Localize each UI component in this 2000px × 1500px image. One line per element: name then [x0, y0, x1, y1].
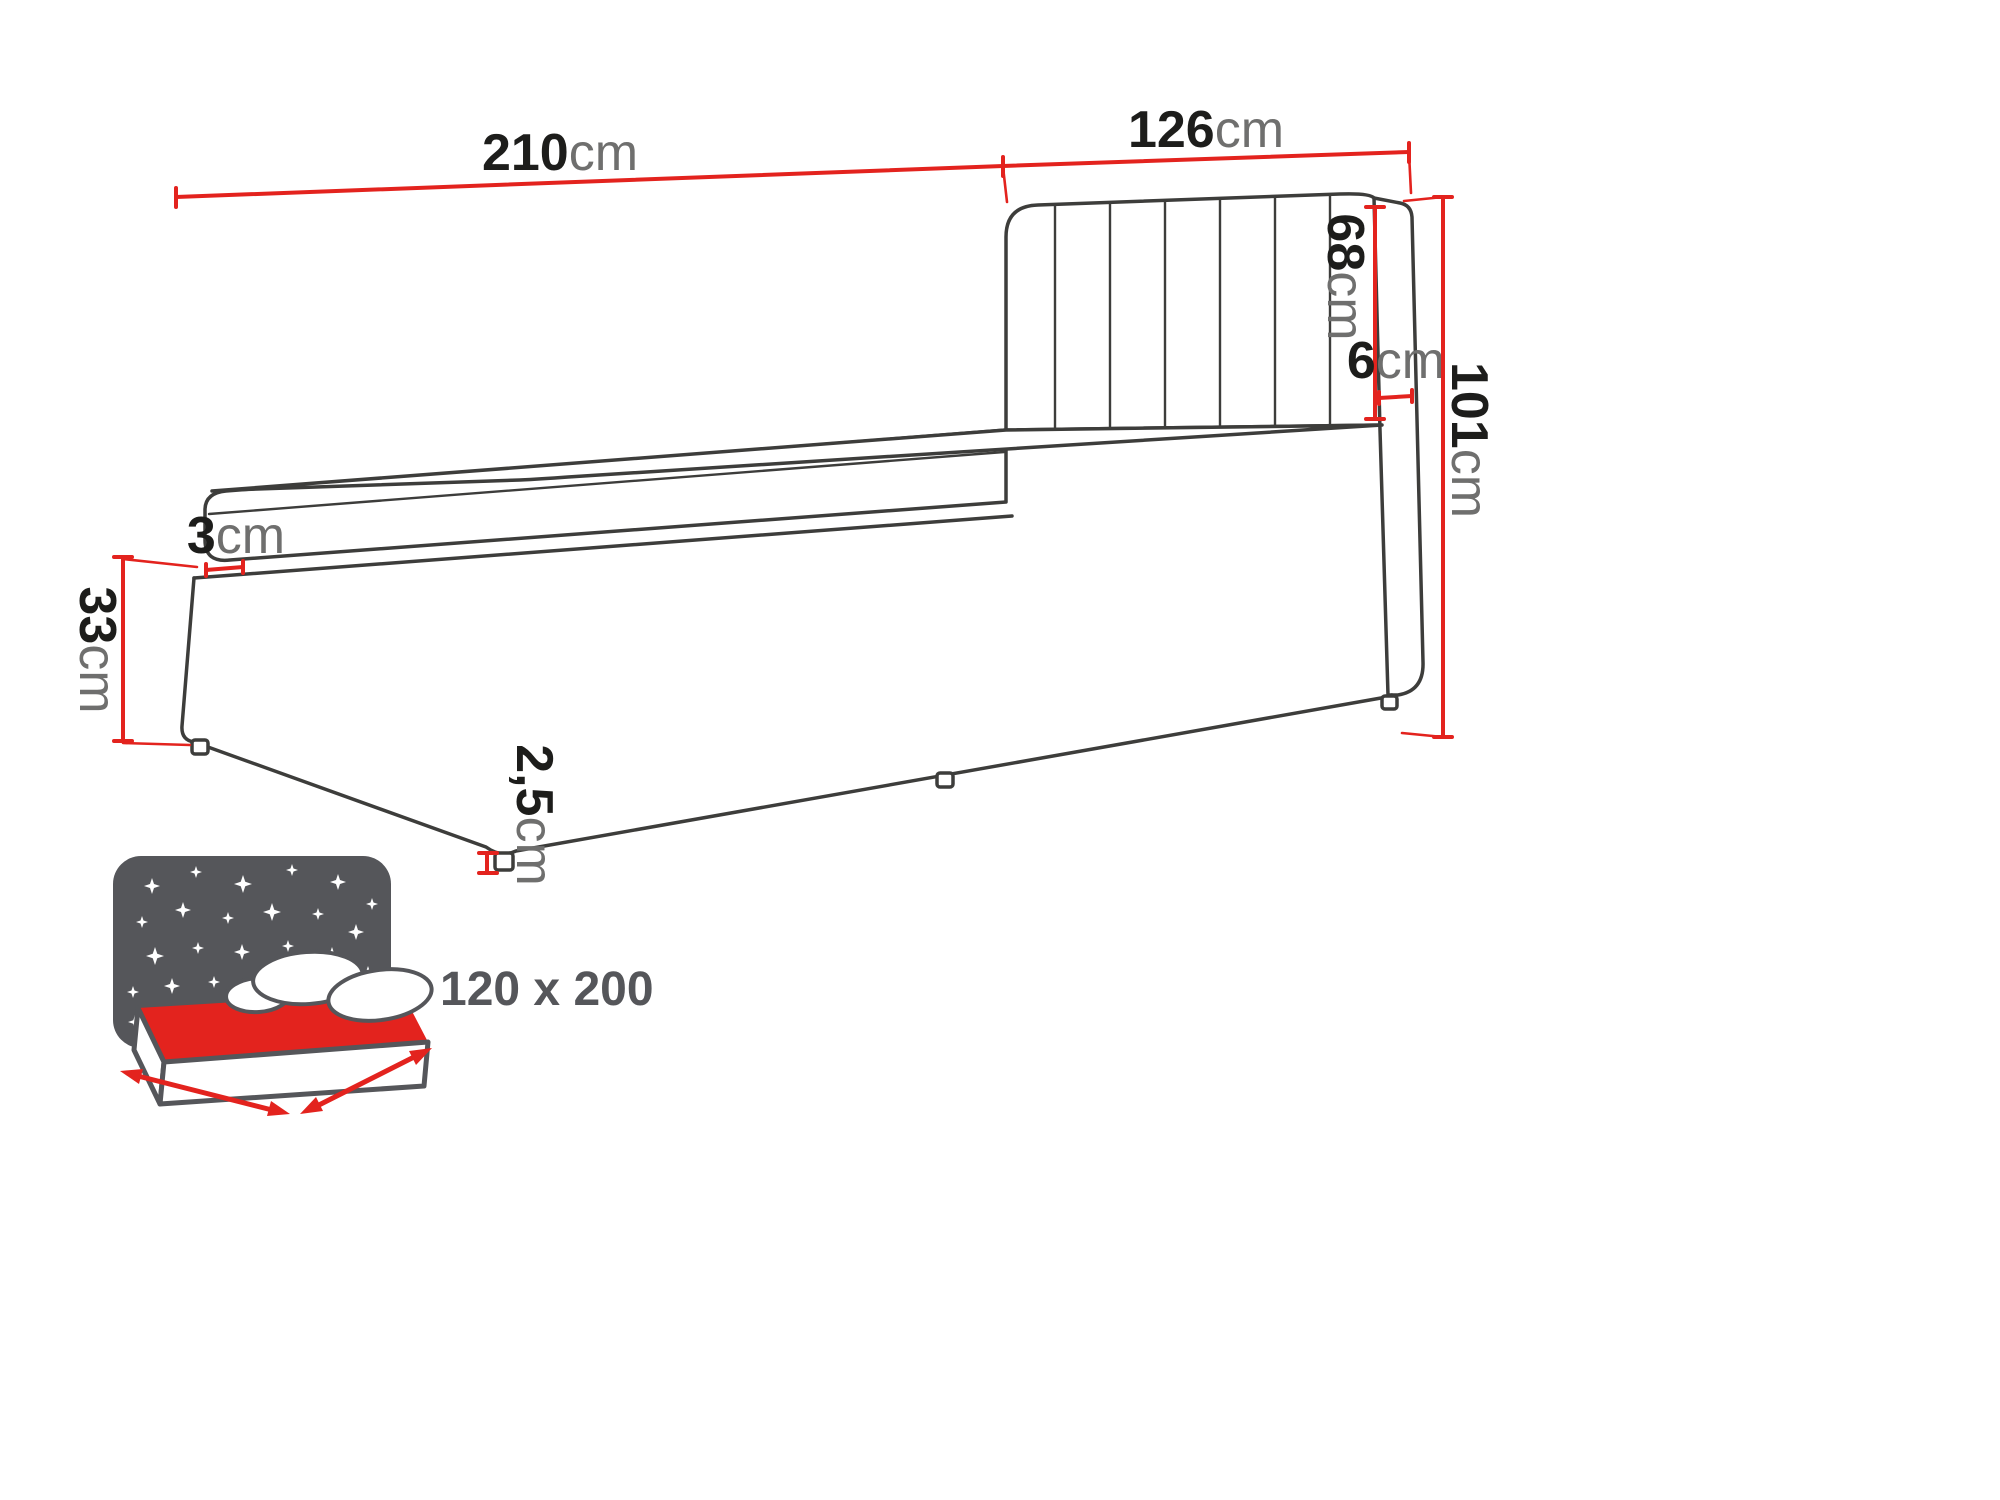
dimension-label-leg-height: 2,5cm: [505, 744, 563, 886]
mattress-seam: [207, 450, 1006, 516]
dimension-line: [174, 164, 1005, 199]
mattress-top-face: [210, 423, 1384, 493]
dimension-label-base-height: 33cm: [68, 586, 126, 713]
dimension-value: 3: [187, 507, 216, 565]
dimension-extension: [121, 741, 192, 747]
storage-bed-icon: 120 x 200: [113, 856, 654, 1116]
dimension-headboard-width: 126cm: [1001, 101, 1413, 195]
bed-box-front-face: [157, 1039, 431, 1107]
leg-right: [1380, 694, 1399, 711]
dimension-value: 6: [1347, 332, 1376, 390]
dimension-leg-height: 2,5cm: [477, 744, 563, 886]
dimension-label-headboard-width: 126cm: [1128, 101, 1284, 159]
bed-drawing: [180, 192, 1425, 872]
size-arrows: [120, 1048, 432, 1116]
dimension-label-headboard-depth: 6cm: [1347, 332, 1445, 390]
dimension-value: 210: [482, 124, 569, 182]
leg-front: [493, 851, 515, 872]
base-top-edge: [192, 514, 1014, 580]
dimension-value: 33: [68, 586, 126, 644]
dimension-unit: cm: [216, 507, 285, 565]
dimension-unit: cm: [569, 124, 638, 182]
dimension-headboard-depth: 6cm: [1347, 332, 1445, 406]
dimension-extension: [1407, 151, 1413, 195]
dimension-extension: [1001, 165, 1009, 204]
leg-left: [190, 738, 210, 756]
dimension-value: 126: [1128, 101, 1215, 159]
mattress-size-label: 120 x 200: [440, 963, 654, 1016]
dimension-value: 101: [1440, 362, 1498, 449]
dimension-line: [1377, 394, 1414, 400]
dimension-extension: [1402, 195, 1445, 203]
dimension-unit: cm: [1316, 271, 1374, 340]
dimension-extension: [121, 557, 199, 569]
dimension-unit: cm: [1440, 449, 1498, 518]
headboard-tufting-lines: [1053, 193, 1332, 431]
headboard-side-panel: [1372, 196, 1425, 697]
dimension-label-total-height: 101cm: [1440, 362, 1498, 518]
pillows-icon: [224, 949, 434, 1023]
dimension-length: 210cm: [174, 124, 1009, 209]
dimension-value: 2,5: [505, 744, 563, 816]
dimension-headboard-height: 68cm: [1316, 205, 1386, 421]
dimension-label-length: 210cm: [482, 124, 638, 182]
dimension-label-headboard-height: 68cm: [1316, 213, 1374, 340]
dimension-label-mattress-step: 3cm: [187, 507, 285, 565]
bed-legs: [190, 694, 1399, 872]
dimension-unit: cm: [68, 644, 126, 713]
dimension-mattress-step: 3cm: [187, 507, 285, 578]
dimension-line: [204, 565, 245, 572]
dimension-total-height: 101cm: [1400, 195, 1498, 739]
dimension-base-height: 33cm: [68, 555, 199, 747]
dimension-unit: cm: [1376, 332, 1445, 390]
leg-middle: [935, 771, 955, 789]
dimension-value: 68: [1316, 213, 1374, 271]
dimension-unit: cm: [1215, 101, 1284, 159]
dimension-extension: [1400, 731, 1445, 739]
bed-base-fill: [181, 500, 1392, 853]
dimension-unit: cm: [505, 816, 563, 885]
dimension-line: [1001, 150, 1411, 168]
